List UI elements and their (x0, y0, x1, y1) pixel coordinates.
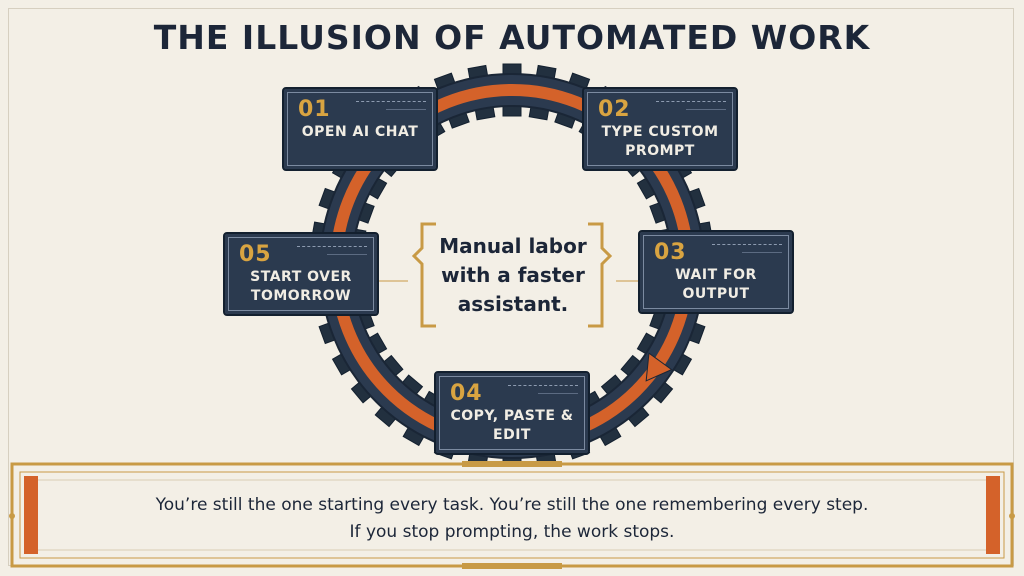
step-label: START OVER TOMORROW (250, 269, 352, 304)
step-number: 01 (298, 97, 331, 122)
center-caption: Manual labor with a faster assistant. (439, 234, 587, 316)
step-card-03: 03 WAIT FOR OUTPUT (638, 230, 794, 314)
left-bracket (411, 222, 436, 328)
card-decoration (656, 101, 726, 103)
card-decoration (712, 244, 782, 246)
step-number: 04 (450, 381, 483, 406)
step-number: 02 (598, 97, 631, 122)
card-decoration (742, 252, 782, 254)
card-decoration (297, 246, 367, 248)
footer-bottom-tab (462, 563, 562, 569)
footer-right-rivet (1009, 513, 1015, 519)
cycle-arrowhead (645, 352, 673, 382)
step-card-05: 05 START OVER TOMORROW (223, 232, 379, 316)
step-label: OPEN AI CHAT (301, 124, 419, 140)
step-card-04: 04 COPY, PASTE & EDIT (434, 371, 590, 455)
footer-inner-border (19, 471, 1005, 559)
card-decoration (538, 393, 578, 395)
card-decoration (508, 385, 578, 387)
footer-message: You’re still the one starting every task… (40, 492, 984, 546)
page-title: THE ILLUSION OF AUTOMATED WORK (153, 18, 871, 57)
footer-left-accent (24, 476, 38, 554)
step-label: WAIT FOR OUTPUT (675, 267, 757, 302)
card-decoration (327, 254, 367, 256)
step-number: 05 (239, 242, 272, 267)
step-label: TYPE CUSTOM PROMPT (601, 124, 719, 159)
right-bracket (588, 222, 613, 328)
step-card-01: 01 OPEN AI CHAT (282, 87, 438, 171)
footer-left-rivet (9, 513, 15, 519)
footer-line-1: You’re still the one starting every task… (155, 495, 869, 515)
footer-top-tab (462, 461, 562, 467)
step-card-02: 02 TYPE CUSTOM PROMPT (582, 87, 738, 171)
card-decoration (686, 109, 726, 111)
footer-right-accent (986, 476, 1000, 554)
step-number: 03 (654, 240, 687, 265)
card-decoration (356, 101, 426, 103)
step-label: COPY, PASTE & EDIT (450, 408, 574, 443)
footer-line-2: If you stop prompting, the work stops. (349, 522, 675, 542)
card-decoration (386, 109, 426, 111)
